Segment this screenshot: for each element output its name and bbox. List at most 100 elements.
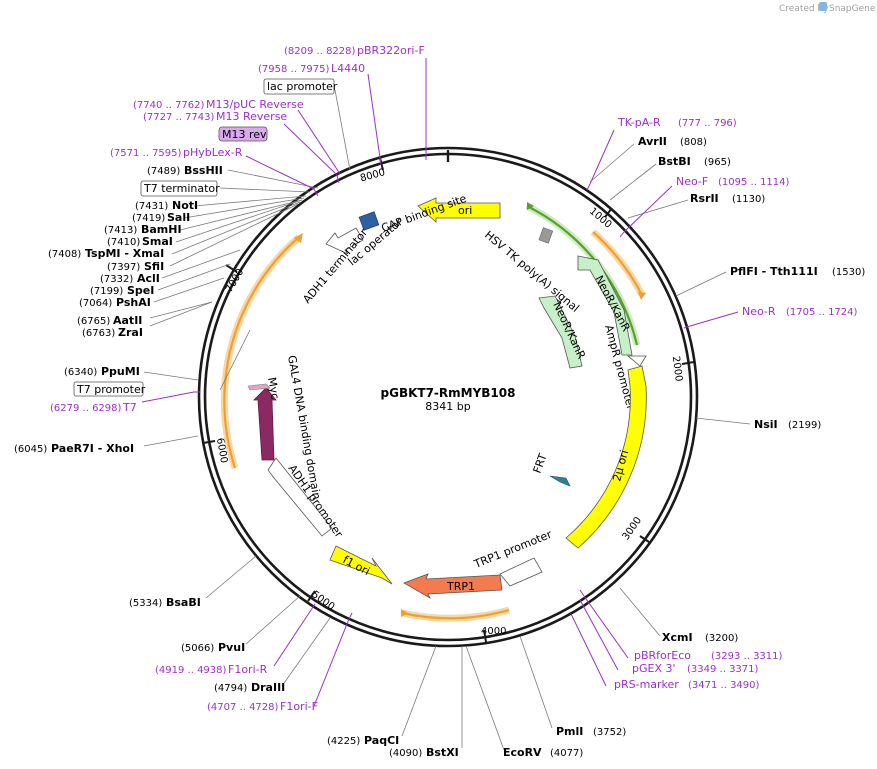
leader [583,595,629,659]
leader [297,109,341,175]
leader [149,301,213,327]
neor-kanr-arrow-outer [577,255,633,356]
enzyme-pos: (3752) [593,727,626,738]
enzyme-pos: (808) [680,137,707,148]
leader [619,587,661,637]
primer-range: (4919 .. 4938) [155,665,227,676]
enzyme-pos: (1130) [732,194,765,205]
ampr-promoter-arrow [626,355,647,367]
leader [219,187,311,193]
leader [245,595,301,645]
primer-range: (7727 .. 7743) [143,112,215,123]
primer-name: M13/pUC Reverse [206,98,304,111]
enzyme-pos: (4077) [550,748,583,759]
tick-mark [202,440,216,444]
leader [227,169,319,189]
leader [205,555,257,599]
leader [465,645,505,751]
primer-range: (4707 .. 4728) [207,702,279,713]
leader [623,185,673,233]
primer-name: pGEX 3' [632,662,676,675]
primer-range: (7571 .. 7595) [110,148,182,159]
enzyme-name: BstXI [426,746,459,759]
backbone [197,146,699,648]
enzyme-name: AclI [137,272,160,285]
trp1-promoter-label: TRP1 promoter [471,528,554,572]
trp1-arrow [403,573,503,600]
leader [367,73,381,159]
tick-label: 4000 [481,626,506,637]
enzyme-name: NsiI [754,418,778,431]
plasmid-length: 8341 bp [425,400,470,413]
enzyme-name: DraIII [251,681,285,694]
primer-name: Neo-F [676,175,708,188]
frt-label: FRT [531,452,550,475]
primer-name: pRS-marker [614,678,679,691]
primer-name: F1ori-R [228,663,268,676]
enzyme-name: BamHI [141,223,182,236]
primer-range: (3471 .. 3490) [688,680,760,691]
enzyme-name: SfiI [144,260,164,273]
leader [161,249,241,279]
enzyme-name: SpeI [127,284,154,297]
leader [579,599,619,671]
primer-name: pBR322ori-F [357,44,425,57]
enzyme-pos: (7410) [107,237,140,248]
leader [245,155,315,190]
tick-mark [307,590,316,602]
enzyme-pos: (5066) [181,643,214,654]
enzyme-name: NotI [172,199,198,212]
enzyme-name: AatII [113,314,142,327]
box-t7-terminator [140,180,218,197]
enzyme-name: PaeR7I - XhoI [51,442,134,455]
primer-mark [683,325,691,329]
enzyme-name: PflFI - Tth111I [730,265,818,278]
primer-range: (1095 .. 1114) [718,177,790,188]
primer-name: pBRforEco [634,649,691,662]
tick-label: 3000 [621,515,645,542]
leader [273,609,312,667]
primer-name: TK-pA-R [617,116,661,129]
trp1-promoter-arrow [499,557,543,587]
tick-mark [639,535,650,543]
tick-mark [225,264,238,273]
leader [169,203,299,267]
leader [573,619,607,687]
enzyme-name: PaqCI [364,734,399,747]
box-lac-promoter [263,78,335,95]
primer-marks [194,152,691,621]
f1-ori-arrow [329,545,393,585]
primer-mark [310,603,316,611]
hsv-tk-polya-block [538,227,554,244]
leader [143,371,199,381]
tick-mark [483,629,487,643]
leader [609,163,657,201]
hsv-tk-polya-label: HSV TK poly(A) signal [482,228,582,315]
primer-mark [313,188,319,197]
frt-block [549,475,571,487]
enzyme-name: PpuMI [101,365,140,378]
primer-range: (6279 .. 6298) [50,403,122,414]
snapgene-logo-icon [819,2,827,11]
leader [695,417,751,425]
box-m13-rev [218,126,268,142]
orange-arc-left-line [223,236,300,469]
leader [157,263,231,291]
leader [143,435,199,447]
leader [589,129,615,185]
leader [149,301,213,319]
enzyme-name: BstBI [658,155,691,168]
m13-rev-label: M13 rev [222,128,267,141]
enzyme-name: SalI [167,211,190,224]
enzyme-pos: (7408) [48,249,81,260]
credit-brand: SnapGene [829,4,876,14]
primer-range: (7740 .. 7762) [133,100,205,111]
enzyme-pos: (2199) [788,420,821,431]
plasmid-name: pGBKT7-RmMYB108 [381,386,516,400]
neor-kanr-arrow-inner [538,295,583,369]
t7-promoter-label: T7 promoter [76,383,146,396]
ori-label: ori [458,204,472,217]
primer-mark [579,589,585,597]
leader [183,197,305,219]
